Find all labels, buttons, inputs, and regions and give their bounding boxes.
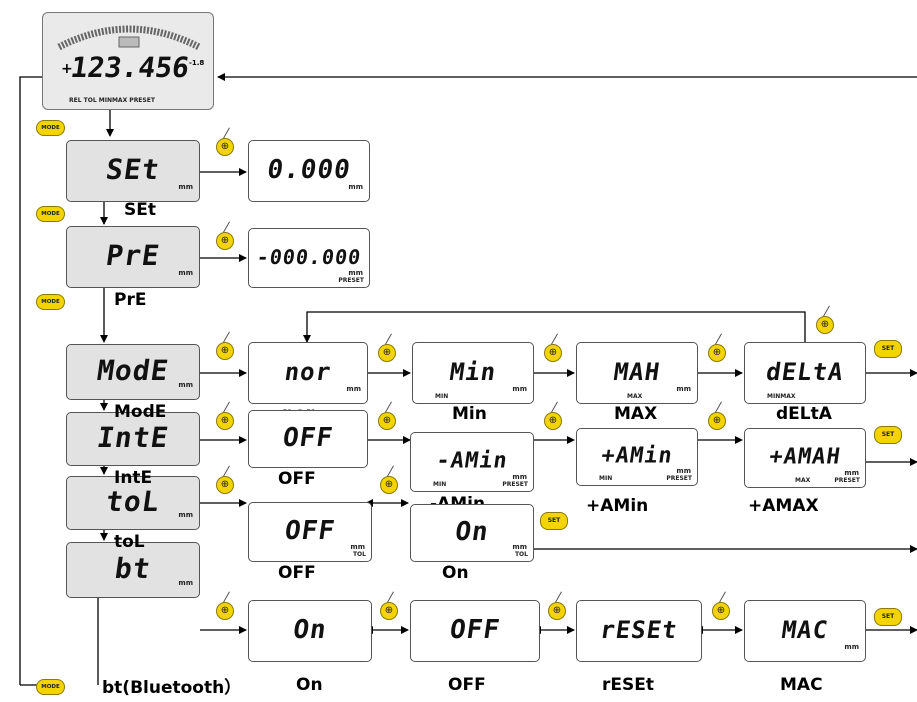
main-display: + 123.456 -1.8 REL TOL MINMAX PRESET (42, 12, 214, 110)
enter-button-icon[interactable]: ⊕ (544, 344, 562, 362)
enter-button-icon[interactable]: ⊕ (548, 602, 566, 620)
inte-off-caption: OFF (278, 469, 316, 489)
set-button[interactable]: SET (874, 340, 902, 358)
bt-mac-caption: MAC (780, 675, 823, 695)
mode-max-display[interactable]: MAH mm MAX (576, 342, 698, 404)
enter-button-icon[interactable]: ⊕ (712, 602, 730, 620)
inte-minus-amin-display[interactable]: -AMin mm MIN PRESET (410, 432, 534, 492)
mode-nor-display[interactable]: nor mm (248, 342, 368, 404)
enter-button-icon[interactable]: ⊕ (544, 412, 562, 430)
enter-button-icon[interactable]: ⊕ (378, 412, 396, 430)
enter-button-icon[interactable]: ⊕ (216, 342, 234, 360)
mode-max-caption: MAX (614, 404, 658, 424)
enter-button-icon[interactable]: ⊕ (380, 602, 398, 620)
mode-button[interactable]: MODE (36, 679, 65, 695)
menu-preset-caption: PrE (114, 290, 147, 310)
enter-button-icon[interactable]: ⊕ (380, 476, 398, 494)
menu-set-display[interactable]: SEt mm (66, 140, 200, 202)
menu-tol-caption: toL (114, 532, 145, 552)
tol-on-caption: On (442, 563, 469, 583)
inte-off-display[interactable]: OFF (248, 410, 368, 468)
enter-button-icon[interactable]: ⊕ (216, 602, 234, 620)
set-zero-display[interactable]: 0.000 mm (248, 140, 370, 202)
enter-button-icon[interactable]: ⊕ (708, 412, 726, 430)
tol-off-display[interactable]: OFF mm TOL (248, 502, 372, 562)
set-button[interactable]: SET (874, 426, 902, 444)
display-indicators: REL TOL MINMAX PRESET (69, 97, 155, 104)
mode-button[interactable]: MODE (36, 120, 65, 136)
menu-preset-display[interactable]: PrE mm (66, 226, 200, 288)
mode-delta-caption: dELtA (776, 404, 832, 424)
mode-min-caption: Min (452, 404, 487, 424)
menu-mode-caption: ModE (114, 402, 167, 422)
bt-on-caption: On (296, 675, 323, 695)
bt-off-display[interactable]: OFF (410, 600, 540, 662)
bt-reset-caption: rESEt (602, 675, 654, 695)
menu-bt-display[interactable]: bt mm (66, 542, 200, 598)
bt-reset-display[interactable]: rESEt (576, 600, 702, 662)
menu-tol-display[interactable]: toL mm (66, 476, 200, 530)
inte-plus-amin-display[interactable]: +AMin mm MIN PRESET (576, 428, 698, 486)
display-reading: 123.456 (68, 51, 192, 84)
menu-inte-caption: IntE (114, 468, 153, 488)
enter-button-icon[interactable]: ⊕ (216, 138, 234, 156)
enter-button-icon[interactable]: ⊕ (216, 412, 234, 430)
inte-plus-amax-display[interactable]: +AMAH mm MAX PRESET (744, 428, 866, 488)
display-sign: + (61, 61, 73, 77)
menu-bt-caption: bt(Bluetooth） (102, 678, 242, 698)
menu-inte-display[interactable]: IntE (66, 412, 200, 466)
display-suffix: -1.8 (189, 59, 205, 67)
menu-mode-display[interactable]: ModE mm (66, 344, 200, 400)
mode-delta-display[interactable]: dELtA MINMAX (744, 342, 866, 404)
enter-button-icon[interactable]: ⊕ (216, 476, 234, 494)
bt-mac-display[interactable]: MAC mm (744, 600, 866, 662)
enter-button-icon[interactable]: ⊕ (816, 316, 834, 334)
bt-off-caption: OFF (448, 675, 486, 695)
tol-off-caption: OFF (278, 563, 316, 583)
set-button[interactable]: SET (540, 512, 568, 530)
menu-set-caption: SEt (124, 200, 156, 220)
mode-button[interactable]: MODE (36, 206, 65, 222)
inte-plus-amax-caption: +AMAX (748, 496, 819, 516)
mode-button[interactable]: MODE (36, 294, 65, 310)
set-button[interactable]: SET (874, 608, 902, 626)
tol-on-display[interactable]: On mm TOL (410, 504, 534, 562)
enter-button-icon[interactable]: ⊕ (378, 344, 396, 362)
enter-button-icon[interactable]: ⊕ (216, 232, 234, 250)
enter-button-icon[interactable]: ⊕ (708, 344, 726, 362)
bt-on-display[interactable]: On (248, 600, 372, 662)
analog-scale-arc (57, 25, 201, 51)
mode-min-display[interactable]: Min mm MIN (412, 342, 534, 404)
inte-plus-amin-caption: +AMin (586, 496, 649, 516)
preset-value-display[interactable]: -000.000 mm PRESET (248, 228, 370, 288)
